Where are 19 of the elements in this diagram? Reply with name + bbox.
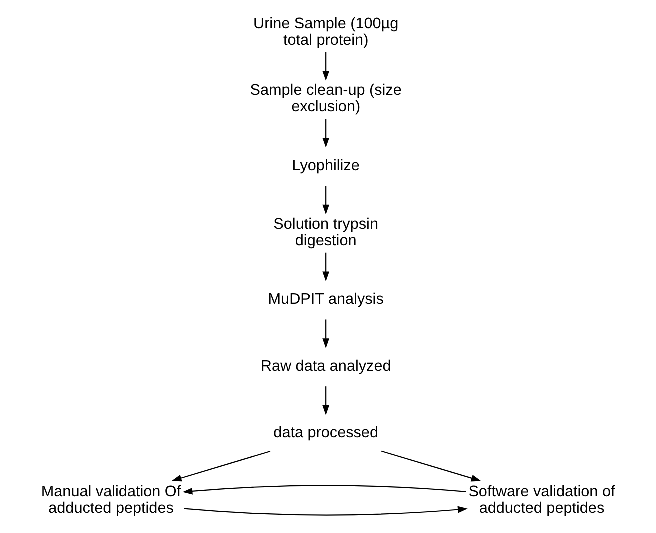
arrow bbox=[322, 186, 330, 215]
node-text: Lyophilize bbox=[292, 157, 360, 174]
node-text: Software validation of adducted peptides bbox=[468, 483, 616, 517]
node-text: Manual validation Of adducted peptides bbox=[41, 483, 182, 517]
arrow bbox=[322, 386, 330, 416]
arrow bbox=[172, 450, 271, 482]
arrow bbox=[382, 450, 482, 482]
node-text: data processed bbox=[274, 424, 378, 442]
node-text: Solution trypsin digestion bbox=[274, 216, 378, 250]
node-text: Raw data analyzed bbox=[260, 358, 392, 375]
arrow bbox=[182, 485, 466, 495]
arrow bbox=[184, 506, 468, 516]
node-text: MuDPIT analysis bbox=[268, 290, 384, 308]
arrow bbox=[322, 252, 330, 282]
node-text: Urine Sample (100µg total protein) bbox=[254, 15, 399, 49]
arrow bbox=[322, 119, 330, 148]
arrow bbox=[322, 52, 330, 82]
arrow bbox=[322, 320, 330, 348]
node-text: Sample clean-up (size exclusion) bbox=[250, 82, 402, 116]
